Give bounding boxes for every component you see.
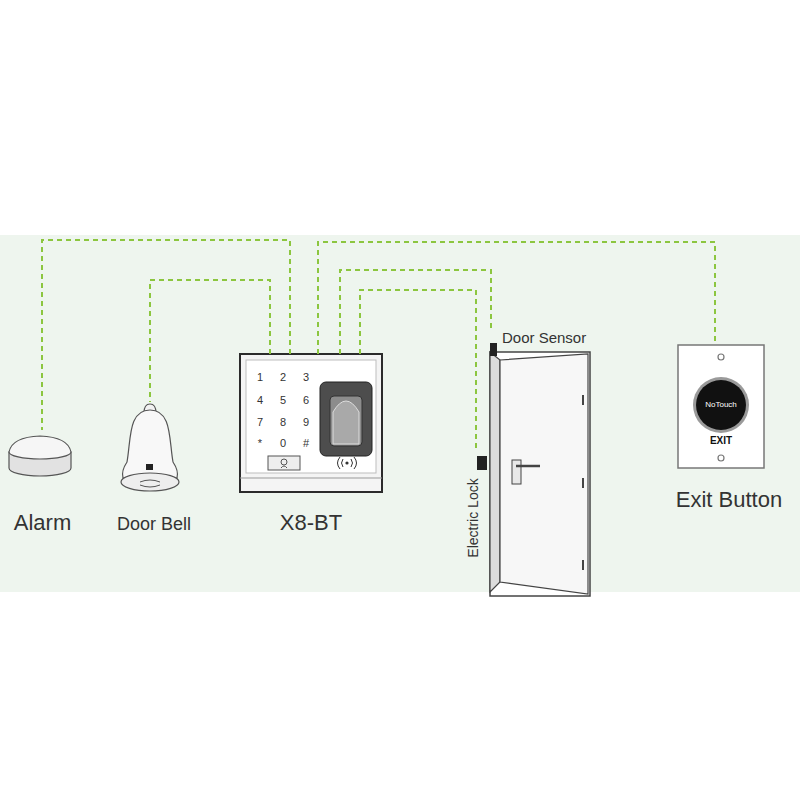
door-bell-icon bbox=[121, 404, 179, 491]
device-label: Alarm bbox=[14, 511, 71, 535]
keypad-key: 3 bbox=[303, 372, 309, 383]
dashed-wire bbox=[318, 242, 715, 354]
lock-block bbox=[477, 456, 487, 470]
dashed-wire bbox=[340, 270, 491, 354]
device-node: Exit Button bbox=[668, 343, 790, 512]
device-node: Door Bell bbox=[108, 402, 200, 535]
alarm-icon bbox=[9, 436, 71, 476]
door-illustration bbox=[477, 343, 590, 596]
keypad-key: 5 bbox=[280, 395, 286, 406]
keypad-key: 1 bbox=[257, 372, 263, 383]
button-label: EXIT bbox=[710, 436, 732, 446]
device-label: X8-BT bbox=[280, 511, 342, 535]
device-label: Exit Button bbox=[676, 488, 782, 512]
keypad-key: * bbox=[258, 438, 262, 449]
door-sensor-block bbox=[490, 343, 497, 356]
device-node: Door Sensor bbox=[488, 330, 595, 358]
dashed-wire bbox=[42, 240, 290, 430]
dashed-wire bbox=[150, 280, 270, 402]
keypad-key: 8 bbox=[280, 417, 286, 428]
device-node: Electric Lock bbox=[464, 452, 486, 570]
keypad-key: # bbox=[303, 438, 309, 449]
background-band bbox=[0, 235, 800, 592]
dashed-wire bbox=[360, 290, 476, 452]
keypad-key: 0 bbox=[280, 438, 286, 449]
device-label: Door Bell bbox=[117, 515, 191, 535]
device-label: Door Sensor bbox=[502, 330, 586, 347]
keypad-key: 2 bbox=[280, 372, 286, 383]
button-label: NoTouch bbox=[705, 401, 737, 409]
device-label: Electric Lock bbox=[466, 478, 481, 557]
keypad-key: 4 bbox=[257, 395, 263, 406]
keypad-key: 6 bbox=[303, 395, 309, 406]
exit-button-plate bbox=[678, 345, 764, 468]
keypad-key: 9 bbox=[303, 417, 309, 428]
device-node: Alarm bbox=[5, 430, 80, 535]
terminal-device bbox=[240, 354, 382, 492]
keypad-key: 7 bbox=[257, 417, 263, 428]
